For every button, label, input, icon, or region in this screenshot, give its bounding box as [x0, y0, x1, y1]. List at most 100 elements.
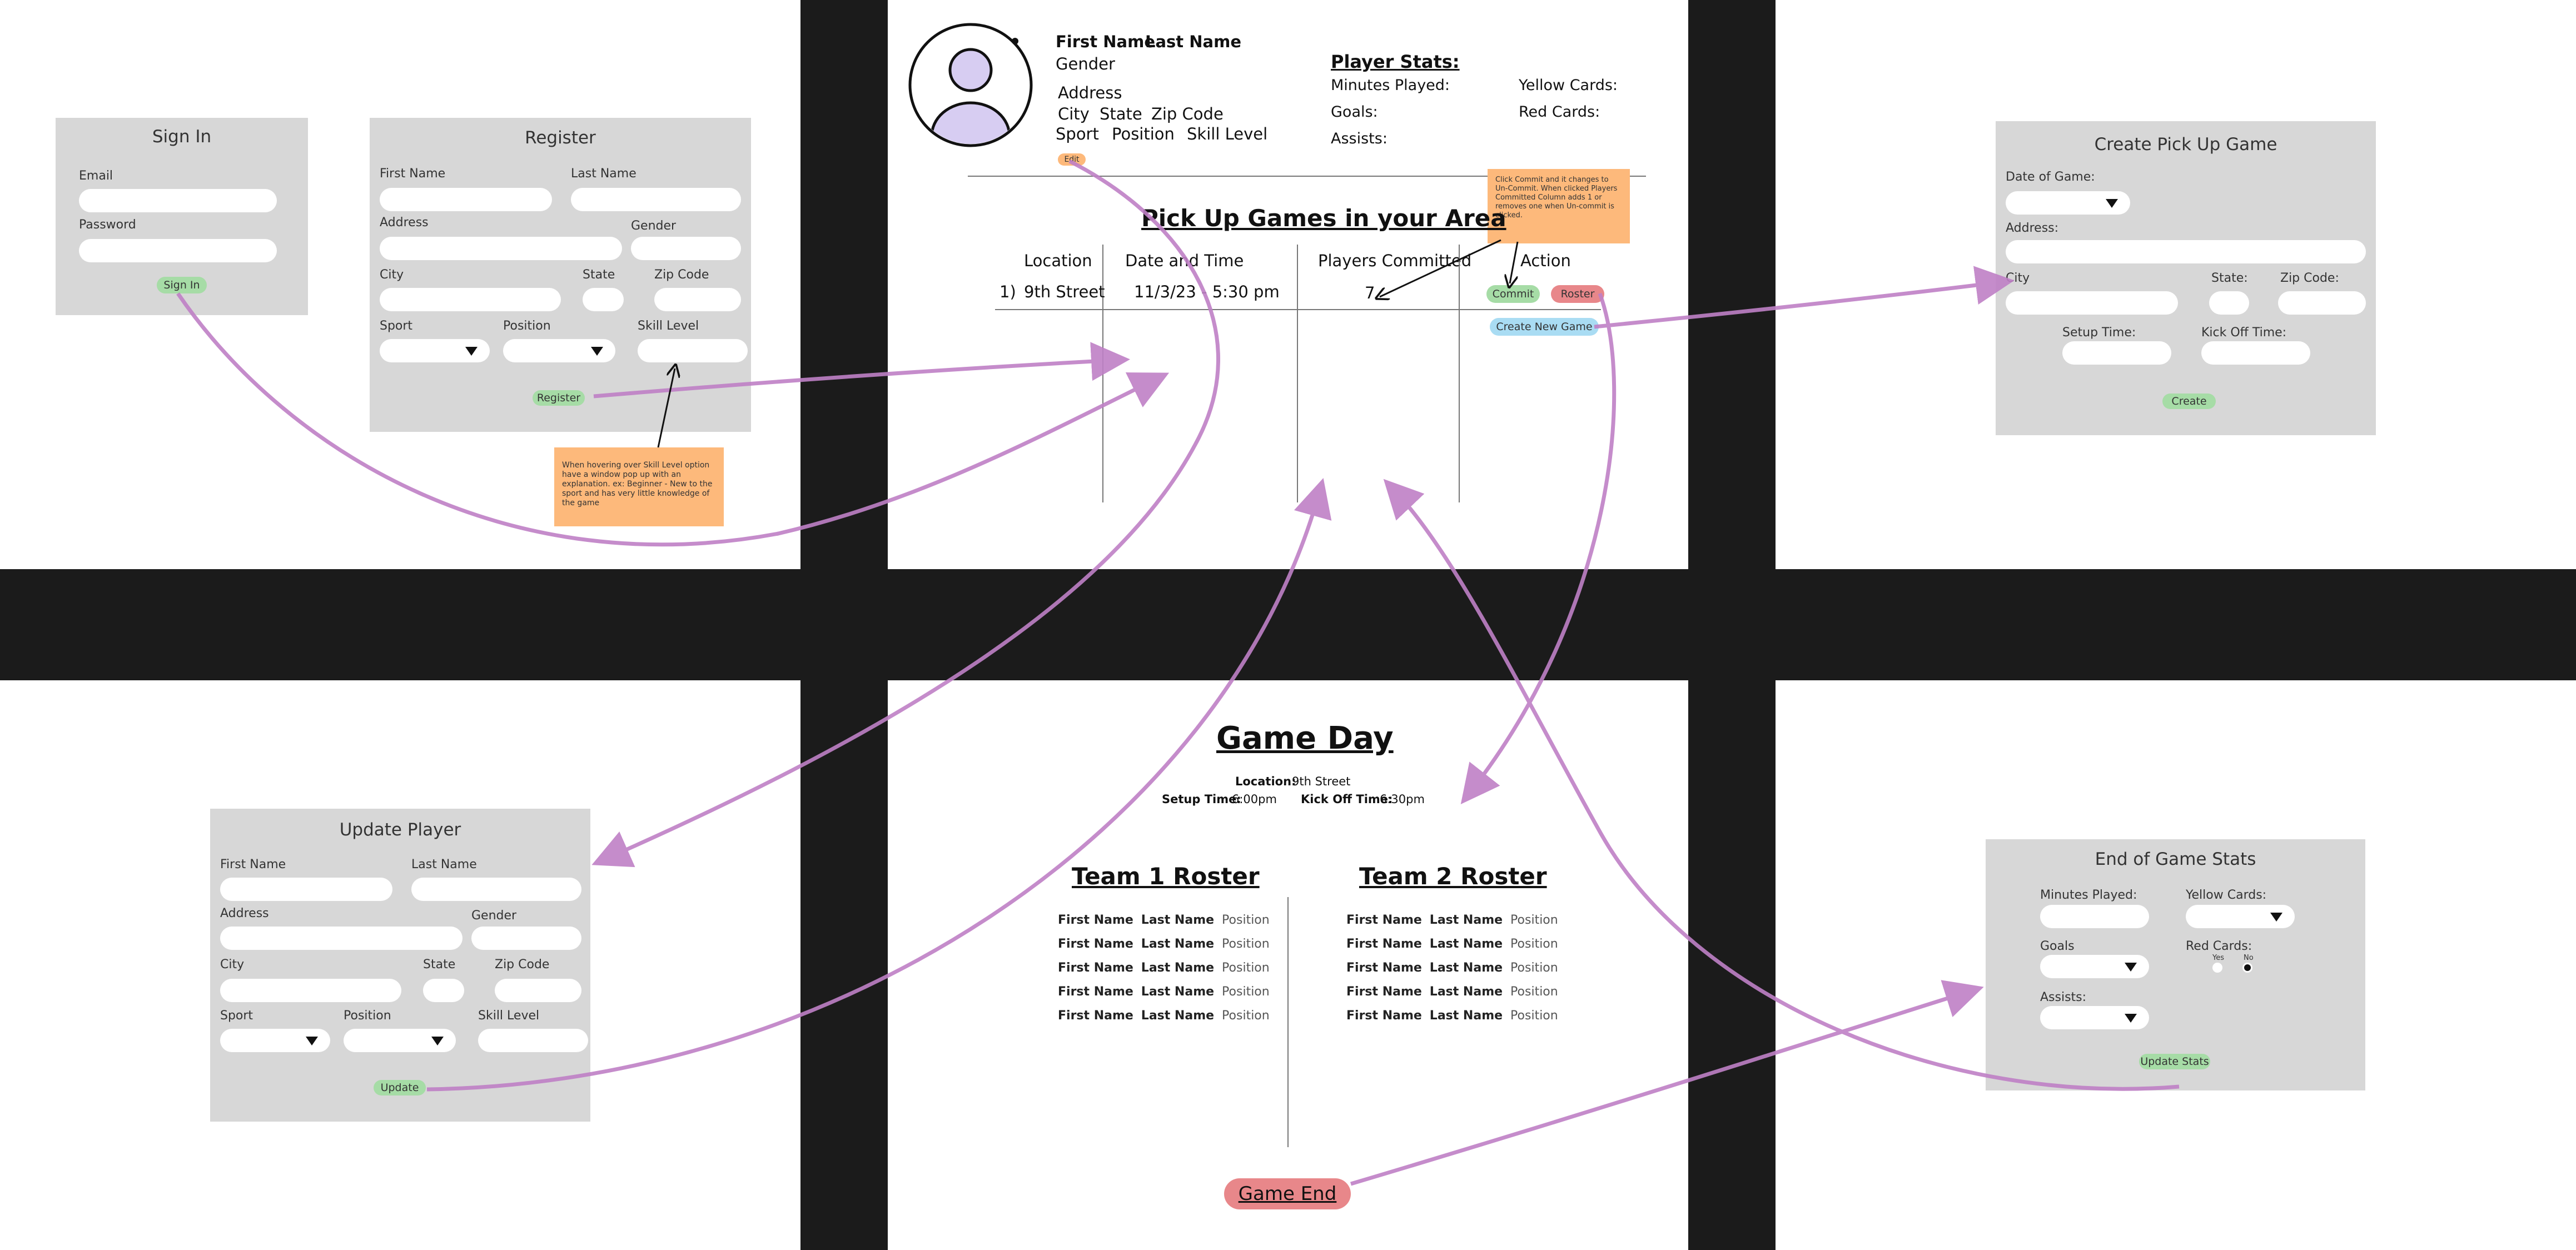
roster-position: Position: [1510, 1009, 1558, 1023]
roster-last-name: Last Name: [1141, 913, 1215, 927]
team1-roster-title: Team 1 Roster: [1072, 863, 1260, 890]
profile-last-name: Last Name: [1145, 32, 1241, 51]
create-address-field[interactable]: [2006, 240, 2366, 263]
update-sport-select[interactable]: [220, 1029, 330, 1052]
update-address-field[interactable]: [220, 927, 463, 950]
update-position-select[interactable]: [344, 1029, 456, 1052]
register-button[interactable]: Register: [533, 390, 585, 406]
profile-skill: Skill Level: [1187, 124, 1268, 143]
create-new-game-button[interactable]: Create New Game: [1490, 318, 1599, 336]
register-state-field[interactable]: [583, 288, 624, 311]
roster-last-name: Last Name: [1429, 985, 1503, 999]
roster-divider: [1287, 897, 1289, 1147]
roster-position: Position: [1510, 937, 1558, 951]
create-city-field[interactable]: [2006, 291, 2178, 315]
register-gender-field[interactable]: [631, 237, 741, 260]
update-city-field[interactable]: [220, 979, 401, 1002]
end-yellow-select[interactable]: [2186, 905, 2295, 928]
profile-gender: Gender: [1056, 54, 1115, 73]
game-day-location-label: Location:: [1235, 775, 1296, 788]
create-state-field[interactable]: [2209, 291, 2249, 315]
sign-in-button[interactable]: Sign In: [157, 277, 207, 293]
roster-position: Position: [1510, 913, 1558, 927]
roster-last-name: Last Name: [1429, 913, 1503, 927]
update-zip-field[interactable]: [495, 979, 581, 1002]
create-kickoff-field[interactable]: [2201, 341, 2310, 365]
arrow-update-to-games: [426, 478, 1332, 1092]
register-address-field[interactable]: [380, 237, 622, 260]
roster-last-name: Last Name: [1141, 985, 1215, 999]
roster-position: Position: [1510, 961, 1558, 975]
roster-first-name: First Name: [1346, 961, 1422, 975]
end-goals-select[interactable]: [2040, 955, 2149, 978]
email-field[interactable]: [79, 189, 277, 212]
create-setup-field[interactable]: [2062, 341, 2171, 365]
game-row-number: 1): [999, 282, 1016, 301]
update-first-name-label: First Name: [220, 858, 286, 871]
arrow-roster-to-game-day: [1460, 292, 1617, 805]
update-button[interactable]: Update: [374, 1080, 426, 1095]
update-first-name-field[interactable]: [220, 878, 392, 901]
arrow-update-stats-to-games: [1383, 479, 2180, 1091]
password-field[interactable]: [79, 239, 277, 262]
register-sport-select[interactable]: [380, 339, 490, 362]
game-day-setup-label: Setup Time:: [1162, 793, 1241, 806]
create-zip-field[interactable]: [2278, 291, 2366, 315]
create-date-select[interactable]: [2006, 191, 2130, 215]
stat-yellow-cards: Yellow Cards:: [1519, 77, 1618, 94]
password-label: Password: [79, 218, 136, 232]
update-skill-field[interactable]: [478, 1029, 588, 1052]
arrow-note-to-commit: [1510, 241, 1519, 283]
create-game-title: Create Pick Up Game: [2094, 135, 2277, 155]
roster-first-name: First Name: [1346, 1009, 1422, 1023]
stat-assists: Assists:: [1331, 130, 1388, 147]
end-red-yes-radio[interactable]: [2212, 963, 2222, 973]
register-position-select[interactable]: [503, 339, 615, 362]
edit-button[interactable]: Edit: [1058, 153, 1086, 166]
avatar: [908, 22, 1033, 148]
roster-row: First Name Last Name Position: [1346, 961, 1558, 975]
game-end-button[interactable]: Game End: [1224, 1178, 1351, 1209]
register-last-name-field[interactable]: [571, 188, 741, 211]
roster-button[interactable]: Roster: [1551, 285, 1604, 303]
register-city-field[interactable]: [380, 288, 561, 311]
update-gender-label: Gender: [471, 909, 517, 923]
sign-in-title: Sign In: [152, 127, 212, 147]
update-stats-button[interactable]: Update Stats: [2139, 1054, 2210, 1069]
roster-position: Position: [1222, 961, 1270, 975]
update-last-name-field[interactable]: [411, 878, 581, 901]
update-last-name-label: Last Name: [411, 858, 477, 871]
skill-level-note: When hovering over Skill Level option ha…: [554, 447, 724, 526]
register-zip-field[interactable]: [654, 288, 741, 311]
update-address-label: Address: [220, 907, 269, 920]
end-assists-select[interactable]: [2040, 1006, 2149, 1029]
update-zip-label: Zip Code: [495, 958, 550, 972]
roster-position: Position: [1510, 985, 1558, 999]
game-day-title: Game Day: [1216, 720, 1394, 756]
end-red-no-radio[interactable]: [2242, 963, 2252, 973]
stat-minutes-played: Minutes Played:: [1331, 77, 1450, 94]
update-gender-field[interactable]: [471, 927, 581, 950]
update-player-card: Update Player First Name Last Name Addre…: [210, 809, 590, 1122]
register-skill-field[interactable]: [638, 339, 748, 362]
end-minutes-field[interactable]: [2040, 905, 2149, 928]
register-address-label: Address: [380, 216, 429, 230]
create-kickoff-label: Kick Off Time:: [2201, 326, 2287, 340]
register-card: Register First Name Last Name Address Ge…: [370, 118, 751, 432]
arrow-game-end-to-end-stats: [1350, 980, 1984, 1186]
register-state-label: State: [583, 268, 615, 282]
register-first-name-field[interactable]: [380, 188, 552, 211]
roster-last-name: Last Name: [1429, 961, 1503, 975]
games-col-line-2: [1297, 245, 1298, 502]
roster-last-name: Last Name: [1429, 1009, 1503, 1023]
update-state-field[interactable]: [423, 979, 464, 1002]
create-address-label: Address:: [2006, 221, 2059, 235]
games-title: Pick Up Games in your Area: [1141, 205, 1506, 232]
profile-sport: Sport: [1056, 124, 1099, 143]
create-button[interactable]: Create: [2162, 394, 2216, 409]
